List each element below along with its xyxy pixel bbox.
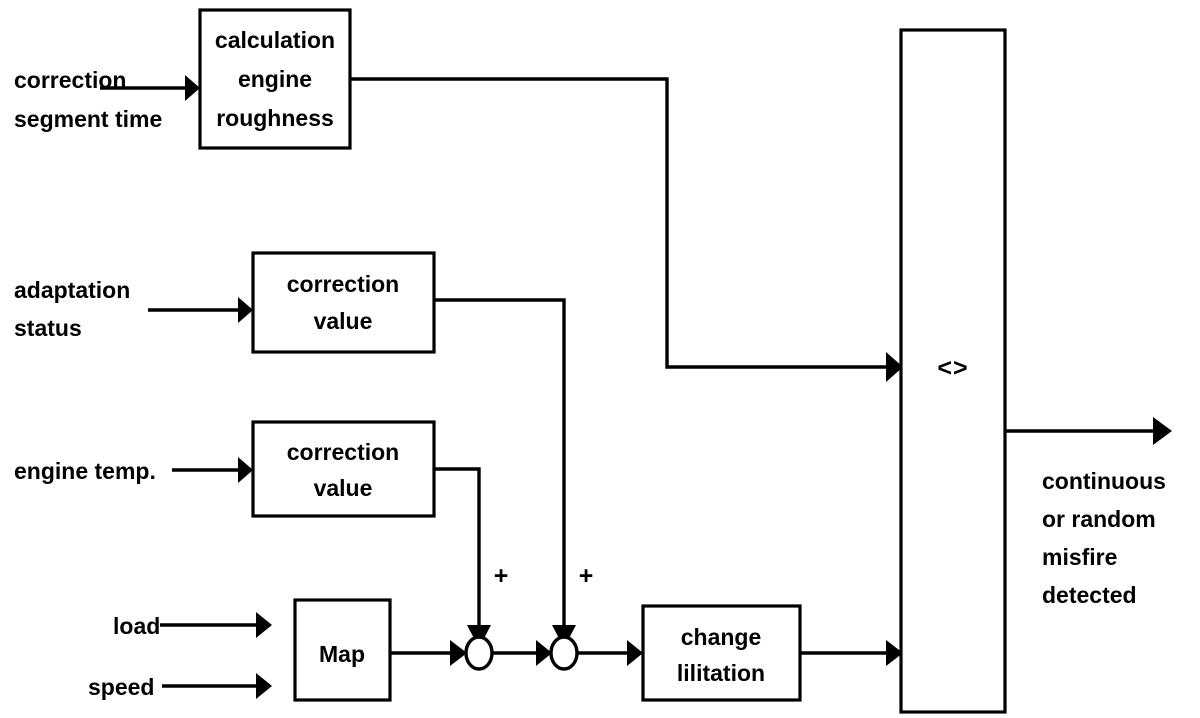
block-label-comparator: <> xyxy=(937,354,968,382)
input-label-cst-line2: segment time xyxy=(14,106,162,132)
wire-correction2-to-sum1 xyxy=(434,467,491,648)
input-label-load-text: load xyxy=(113,613,160,639)
sum-junction-1[interactable]: + xyxy=(464,562,509,671)
output-label-line2: or random xyxy=(1042,506,1156,532)
block-label-change-line1: change xyxy=(681,624,762,650)
wire-map-to-sum1 xyxy=(390,640,467,666)
block-label-calc-line3: roughness xyxy=(216,105,334,131)
input-label-adaptation-status: adaptation status xyxy=(14,277,130,341)
output-label-line3: misfire xyxy=(1042,544,1117,570)
block-change-lilitation[interactable]: change lilitation xyxy=(641,604,802,702)
block-label-corr2-line2: value xyxy=(314,475,373,501)
block-correction-value-temp[interactable]: correction value xyxy=(251,420,436,518)
block-comparator[interactable]: <> xyxy=(899,28,1007,714)
wire-sum1-to-sum2 xyxy=(492,640,552,666)
wire-speed xyxy=(162,673,272,699)
block-label-corr2-line1: correction xyxy=(287,439,399,465)
input-label-cst-line1: correction xyxy=(14,67,126,93)
block-label-corr1-line1: correction xyxy=(287,271,399,297)
output-label-line1: continuous xyxy=(1042,468,1166,494)
block-label-corr1-line2: value xyxy=(314,308,373,334)
wire-sum2-to-change xyxy=(577,640,643,666)
wire-load xyxy=(160,612,272,638)
input-label-engine-temp: engine temp. xyxy=(14,458,156,484)
block-label-calc-line1: calculation xyxy=(215,27,335,53)
block-label-calc-line2: engine xyxy=(238,66,312,92)
input-label-load: load xyxy=(113,613,160,639)
output-label-line4: detected xyxy=(1042,582,1137,608)
block-map[interactable]: Map xyxy=(293,598,392,702)
block-calculation-engine-roughness[interactable]: calculation engine roughness xyxy=(198,8,352,150)
sum-junction-1-sign: + xyxy=(494,562,509,590)
block-label-map: Map xyxy=(319,641,365,667)
input-label-speed-text: speed xyxy=(88,674,154,700)
block-correction-value-adaptation[interactable]: correction value xyxy=(251,251,436,354)
sum-junction-2[interactable]: + xyxy=(549,562,594,671)
input-label-as-line2: status xyxy=(14,315,82,341)
output-label-misfire-detected: continuous or random misfire detected xyxy=(1042,468,1166,608)
wire-correction1-to-sum2 xyxy=(434,298,576,648)
input-label-engine-temp: engine temp. xyxy=(14,458,156,484)
input-label-correction-segment-time: correction segment time xyxy=(14,67,162,132)
input-label-speed: speed xyxy=(88,674,154,700)
wire-engine-temp xyxy=(172,457,253,483)
input-label-as-line1: adaptation xyxy=(14,277,130,303)
wire-adaptation-status xyxy=(148,297,253,323)
wire-comparator-output xyxy=(1005,417,1172,445)
wire-calc-to-comparator xyxy=(350,77,903,382)
wire-change-to-comparator xyxy=(800,640,903,666)
sum-junction-2-sign: + xyxy=(579,562,594,590)
block-label-change-line2: lilitation xyxy=(677,660,765,686)
wire-correction-segment-time xyxy=(100,75,200,101)
